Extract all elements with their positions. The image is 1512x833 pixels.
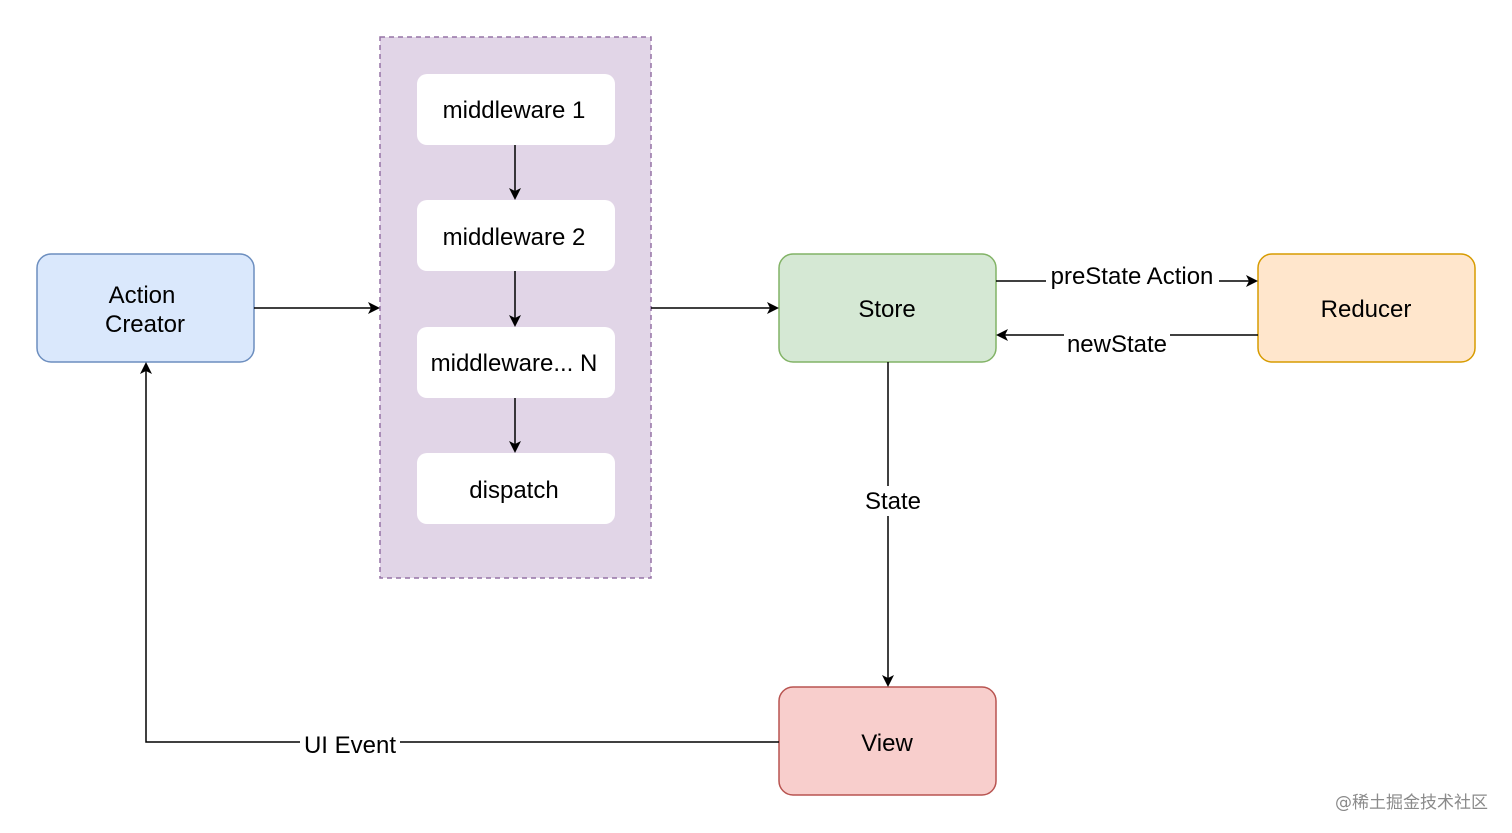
- reducer-node: Reducer: [1257, 253, 1476, 363]
- view-node: View: [778, 686, 997, 796]
- edge-label-ui-event: UI Event: [304, 732, 396, 759]
- middleware-1-label: middleware 1: [443, 97, 586, 124]
- action-creator-node: Action Creator: [36, 253, 255, 363]
- store-label: Store: [858, 296, 915, 323]
- edge-label-state: State: [865, 488, 921, 515]
- middleware-2-label: middleware 2: [443, 224, 586, 251]
- action-creator-label-line1: Action: [109, 282, 176, 309]
- edge-label-newstate: newState: [1067, 331, 1167, 358]
- middleware-1-node: middleware 1: [417, 74, 615, 145]
- dispatch-label: dispatch: [469, 477, 558, 504]
- dispatch-node: dispatch: [417, 453, 615, 524]
- view-label: View: [861, 730, 913, 757]
- middleware-n-node: middleware... N: [417, 327, 615, 398]
- arrow-view-to-action-creator: [140, 362, 779, 743]
- middleware-n-label: middleware... N: [431, 350, 598, 377]
- action-creator-label-line2: Creator: [105, 311, 185, 338]
- edge-label-prestate-action: preState Action: [1051, 263, 1214, 290]
- store-node: Store: [778, 253, 997, 363]
- middleware-2-node: middleware 2: [417, 200, 615, 271]
- watermark: @稀土掘金技术社区: [1335, 793, 1488, 813]
- reducer-label: Reducer: [1321, 296, 1412, 323]
